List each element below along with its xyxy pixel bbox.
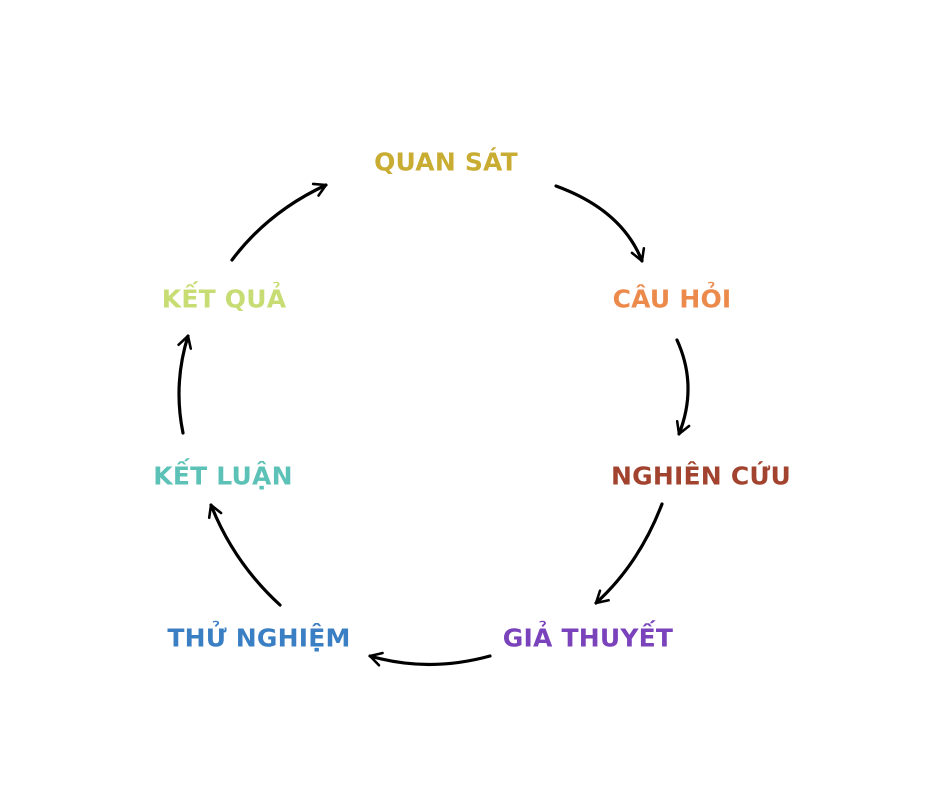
step-conclusion-label: KẾT LUẬN	[153, 461, 293, 491]
step-hypothesis-label: GIẢ THUYẾT	[502, 623, 674, 653]
arrow-research-to-hypothesis	[594, 502, 664, 605]
arrow-question-to-research	[675, 338, 691, 436]
step-observation-label: QUAN SÁT	[374, 147, 518, 177]
arrow-experiment-to-conclusion	[207, 503, 282, 607]
arrow-conclusion-to-result	[177, 334, 193, 435]
arrow-hypothesis-to-experiment	[368, 651, 492, 667]
step-result-label: KẾT QUẢ	[161, 284, 287, 314]
arrow-result-to-observe	[230, 182, 328, 262]
step-experiment-label: THỬ NGHIỆM	[167, 623, 351, 653]
step-research-label: NGHIÊN CỨU	[611, 461, 791, 491]
step-question-label: CÂU HỎI	[612, 284, 732, 314]
arrow-observe-to-question	[554, 184, 646, 263]
